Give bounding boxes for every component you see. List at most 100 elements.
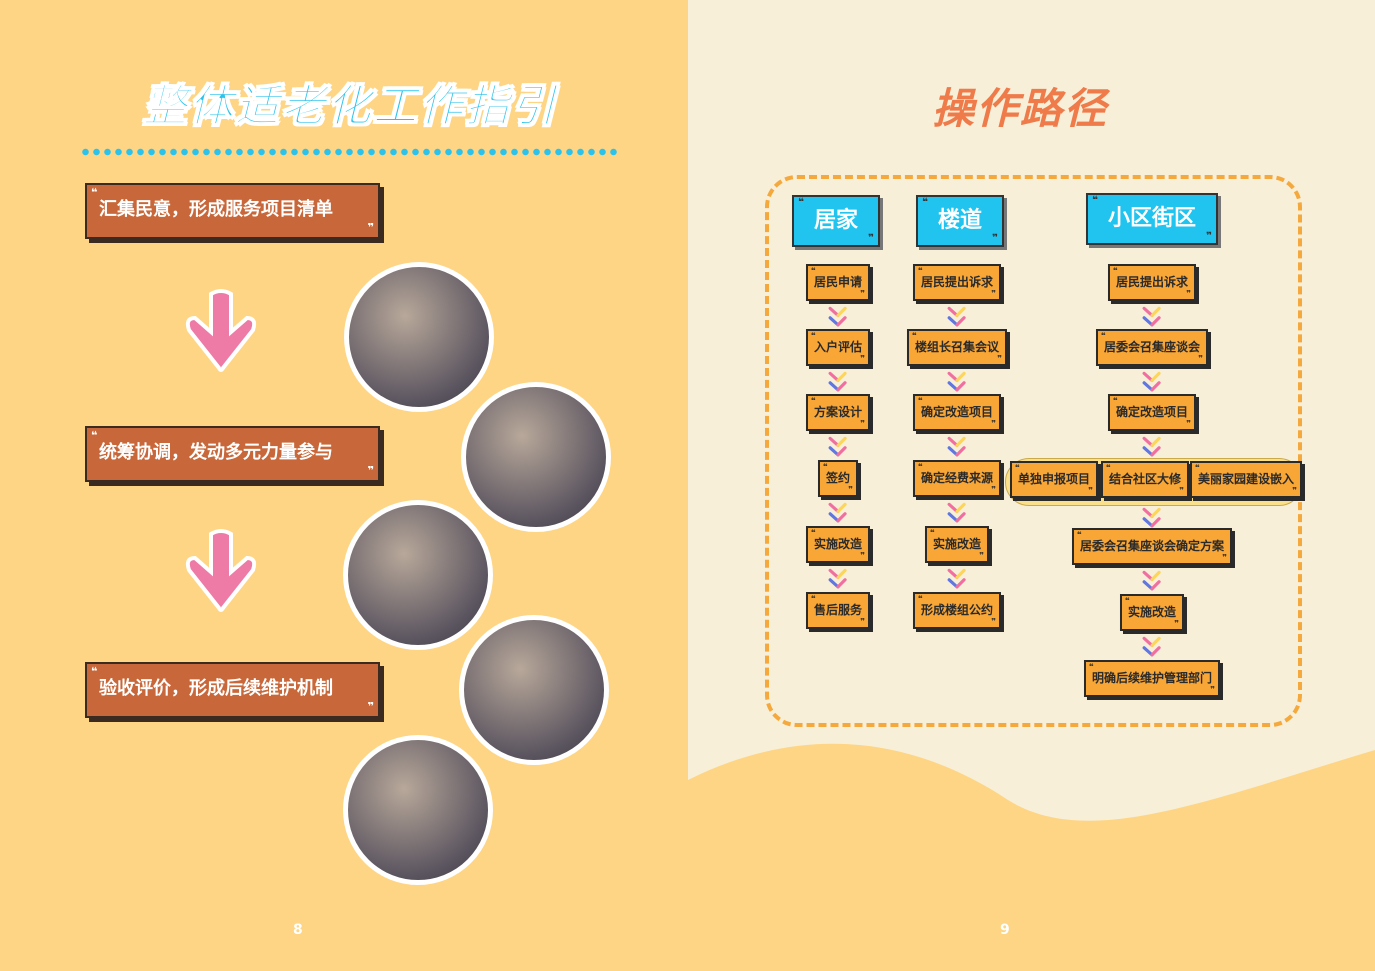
- chevron-down-icon: [1142, 636, 1161, 657]
- chevron-down-icon: [1142, 570, 1161, 591]
- quote-close-icon: ❞: [1292, 486, 1298, 495]
- chevron-down-icon: [1142, 371, 1161, 392]
- flow-step: ❝居民提出诉求❞: [912, 264, 1002, 301]
- quote-close-icon: ❞: [860, 419, 866, 428]
- quote-close-icon: ❞: [860, 289, 866, 298]
- quote-open-icon: ❝: [810, 594, 816, 603]
- quote-open-icon: ❝: [1105, 463, 1111, 472]
- down-arrow-icon: [185, 529, 257, 612]
- flow-step: ❝售后服务❞: [805, 592, 871, 629]
- flow-step-label: 确定经费来源: [920, 471, 994, 485]
- down-arrow-icon: [185, 289, 257, 372]
- quote-close-icon: ❞: [991, 485, 997, 494]
- meeting-photo: [461, 382, 611, 532]
- flow-step-label: 确定改造项目: [920, 405, 994, 419]
- chevron-down-icon: [947, 306, 966, 327]
- flow-step: ❝实施改造❞: [1119, 594, 1185, 631]
- chevron-down-icon: [828, 502, 847, 523]
- column-header: ❝楼道❞: [915, 195, 1005, 247]
- flow-step-label: 售后服务: [813, 603, 863, 617]
- quote-open-icon: ❝: [91, 665, 98, 678]
- option-step-label: 结合社区大修: [1108, 472, 1182, 486]
- flow-step-label: 确定改造项目: [1115, 405, 1189, 419]
- flow-step: ❝方案设计❞: [805, 394, 871, 431]
- option-step: ❝美丽家园建设嵌入❞: [1189, 461, 1303, 498]
- quote-close-icon: ❞: [860, 617, 866, 626]
- quote-open-icon: ❝: [91, 186, 98, 199]
- quote-open-icon: ❝: [91, 429, 98, 442]
- quote-close-icon: ❞: [1198, 354, 1204, 363]
- meeting-photo: [459, 615, 609, 765]
- flow-step-label: 签约: [825, 471, 851, 485]
- quote-close-icon: ❞: [991, 419, 997, 428]
- chevron-down-icon: [947, 568, 966, 589]
- quote-open-icon: ❝: [810, 331, 816, 340]
- quote-open-icon: ❝: [929, 528, 935, 537]
- chevron-down-icon: [947, 502, 966, 523]
- quote-open-icon: ❝: [917, 396, 923, 405]
- quote-open-icon: ❝: [797, 197, 804, 208]
- quote-open-icon: ❝: [1088, 662, 1094, 671]
- bottom-wave: [688, 743, 1375, 971]
- quote-close-icon: ❞: [868, 233, 875, 244]
- quote-open-icon: ❝: [810, 396, 816, 405]
- chevron-down-icon: [1142, 306, 1161, 327]
- quote-open-icon: ❝: [810, 528, 816, 537]
- quote-open-icon: ❝: [1124, 596, 1130, 605]
- column-header: ❝ 小区街区 ❞: [1085, 193, 1219, 245]
- quote-open-icon: ❝: [917, 594, 923, 603]
- quote-open-icon: ❝: [1194, 463, 1200, 472]
- flow-step: ❝居民提出诉求❞: [1107, 264, 1197, 301]
- flow-step: ❝签约❞: [817, 460, 859, 497]
- quote-open-icon: ❝: [810, 266, 816, 275]
- step-label: 统筹协调，发动多元力量参与: [99, 442, 333, 463]
- flow-step-label: 入户评估: [813, 340, 863, 354]
- quote-open-icon: ❝: [911, 331, 917, 340]
- chevron-down-icon: [828, 436, 847, 457]
- flow-step: ❝楼组长召集会议❞: [906, 329, 1008, 366]
- flow-step-label: 居民提出诉求: [1115, 275, 1189, 289]
- quote-open-icon: ❝: [917, 266, 923, 275]
- option-step-label: 单独申报项目: [1017, 472, 1091, 486]
- quote-close-icon: ❞: [367, 221, 374, 234]
- quote-close-icon: ❞: [1206, 231, 1213, 242]
- quote-close-icon: ❞: [367, 464, 374, 477]
- column-header-label: 居家: [813, 208, 859, 233]
- step-box: ❝验收评价，形成后续维护机制❞: [85, 662, 380, 718]
- step-label: 验收评价，形成后续维护机制: [99, 678, 333, 699]
- quote-open-icon: ❝: [1091, 195, 1098, 206]
- dotted-divider: [80, 148, 620, 156]
- quote-close-icon: ❞: [860, 551, 866, 560]
- flow-step-label: 明确后续维护管理部门: [1091, 671, 1213, 685]
- quote-open-icon: ❝: [822, 462, 828, 471]
- quote-close-icon: ❞: [991, 617, 997, 626]
- quote-close-icon: ❞: [848, 485, 854, 494]
- chevron-down-icon: [828, 568, 847, 589]
- left-page-title: 整体适老化工作指引: [143, 81, 557, 133]
- column-header-label: 楼道: [937, 208, 983, 233]
- flow-step: ❝居委会召集座谈会❞: [1095, 329, 1209, 366]
- right-page-title: 操作路径: [931, 84, 1108, 133]
- flow-step: ❝实施改造❞: [924, 526, 990, 563]
- option-step: ❝结合社区大修❞: [1100, 461, 1190, 498]
- site-visit-photo: [343, 500, 493, 650]
- dashed-frame: [765, 175, 1302, 727]
- quote-open-icon: ❝: [1112, 396, 1118, 405]
- flow-step-label: 楼组长召集会议: [914, 340, 1000, 354]
- column-header-label: 小区街区: [1107, 206, 1197, 231]
- flow-step: ❝确定改造项目❞: [1107, 394, 1197, 431]
- quote-close-icon: ❞: [1186, 289, 1192, 298]
- flow-step-label: 形成楼组公约: [920, 603, 994, 617]
- quote-open-icon: ❝: [1112, 266, 1118, 275]
- quote-close-icon: ❞: [860, 354, 866, 363]
- flow-step: ❝入户评估❞: [805, 329, 871, 366]
- quote-close-icon: ❞: [997, 354, 1003, 363]
- flow-step-label: 居民提出诉求: [920, 275, 994, 289]
- quote-open-icon: ❝: [917, 462, 923, 471]
- flow-step: ❝确定改造项目❞: [912, 394, 1002, 431]
- page-number: 8: [293, 922, 303, 938]
- flow-step: ❝居民申请❞: [805, 264, 871, 301]
- flow-step: ❝明确后续维护管理部门❞: [1083, 660, 1221, 697]
- quote-close-icon: ❞: [1179, 486, 1185, 495]
- chevron-down-icon: [947, 371, 966, 392]
